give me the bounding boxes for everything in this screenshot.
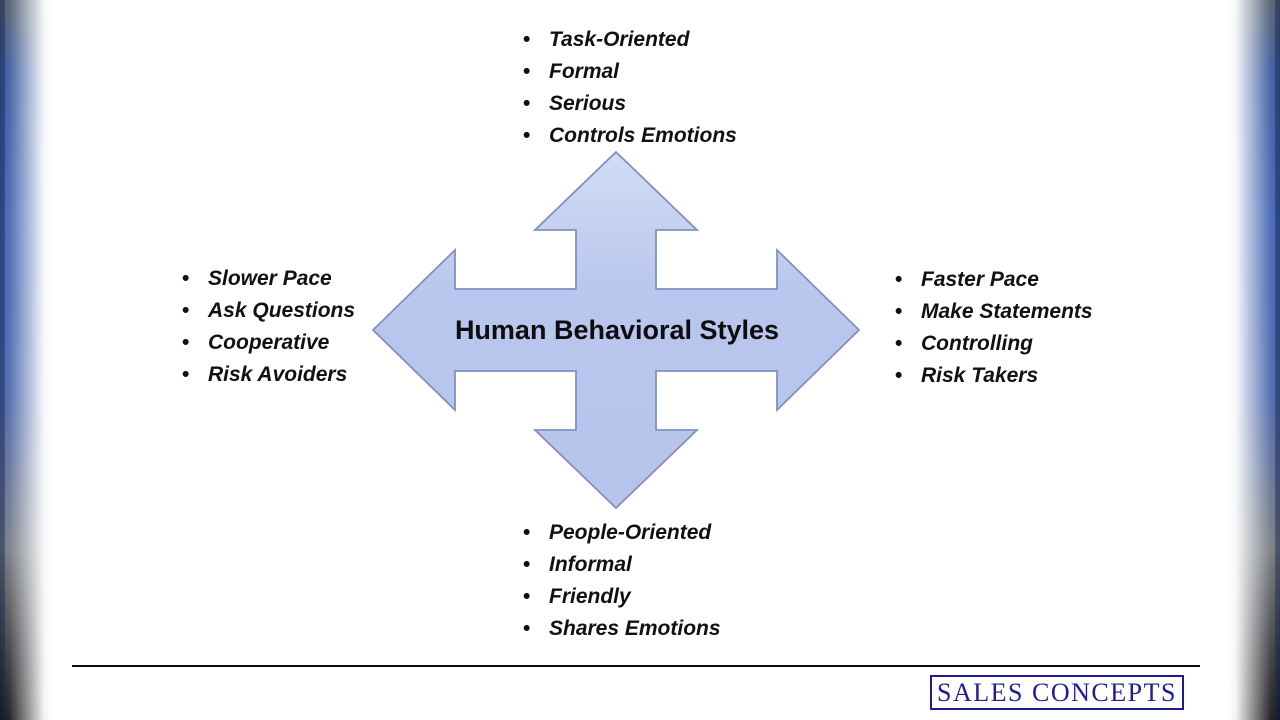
list-item: Formal xyxy=(516,56,737,88)
logo-text: SALES CONCEPTS xyxy=(937,678,1177,707)
bottom-quadrant-list: People-Oriented Informal Friendly Shares… xyxy=(516,517,721,645)
list-item: Friendly xyxy=(516,581,721,613)
right-gradient-border xyxy=(1228,0,1280,720)
list-item: Ask Questions xyxy=(175,295,355,327)
list-item: Cooperative xyxy=(175,327,355,359)
right-quadrant-list: Faster Pace Make Statements Controlling … xyxy=(888,264,1093,392)
list-item: Make Statements xyxy=(888,296,1093,328)
list-item: Faster Pace xyxy=(888,264,1093,296)
top-quadrant-list: Task-Oriented Formal Serious Controls Em… xyxy=(516,24,737,152)
list-item: Shares Emotions xyxy=(516,613,721,645)
left-gradient-border xyxy=(0,0,52,720)
list-item: Risk Avoiders xyxy=(175,359,355,391)
list-item: Slower Pace xyxy=(175,263,355,295)
list-item: Serious xyxy=(516,88,737,120)
list-item: Informal xyxy=(516,549,721,581)
list-item: Task-Oriented xyxy=(516,24,737,56)
list-item: Controls Emotions xyxy=(516,120,737,152)
sales-concepts-logo: SALES CONCEPTS xyxy=(930,675,1184,710)
footer-divider-line xyxy=(72,665,1200,667)
left-quadrant-list: Slower Pace Ask Questions Cooperative Ri… xyxy=(175,263,355,391)
list-item: People-Oriented xyxy=(516,517,721,549)
list-item: Controlling xyxy=(888,328,1093,360)
diagram-title: Human Behavioral Styles xyxy=(454,315,780,345)
list-item: Risk Takers xyxy=(888,360,1093,392)
